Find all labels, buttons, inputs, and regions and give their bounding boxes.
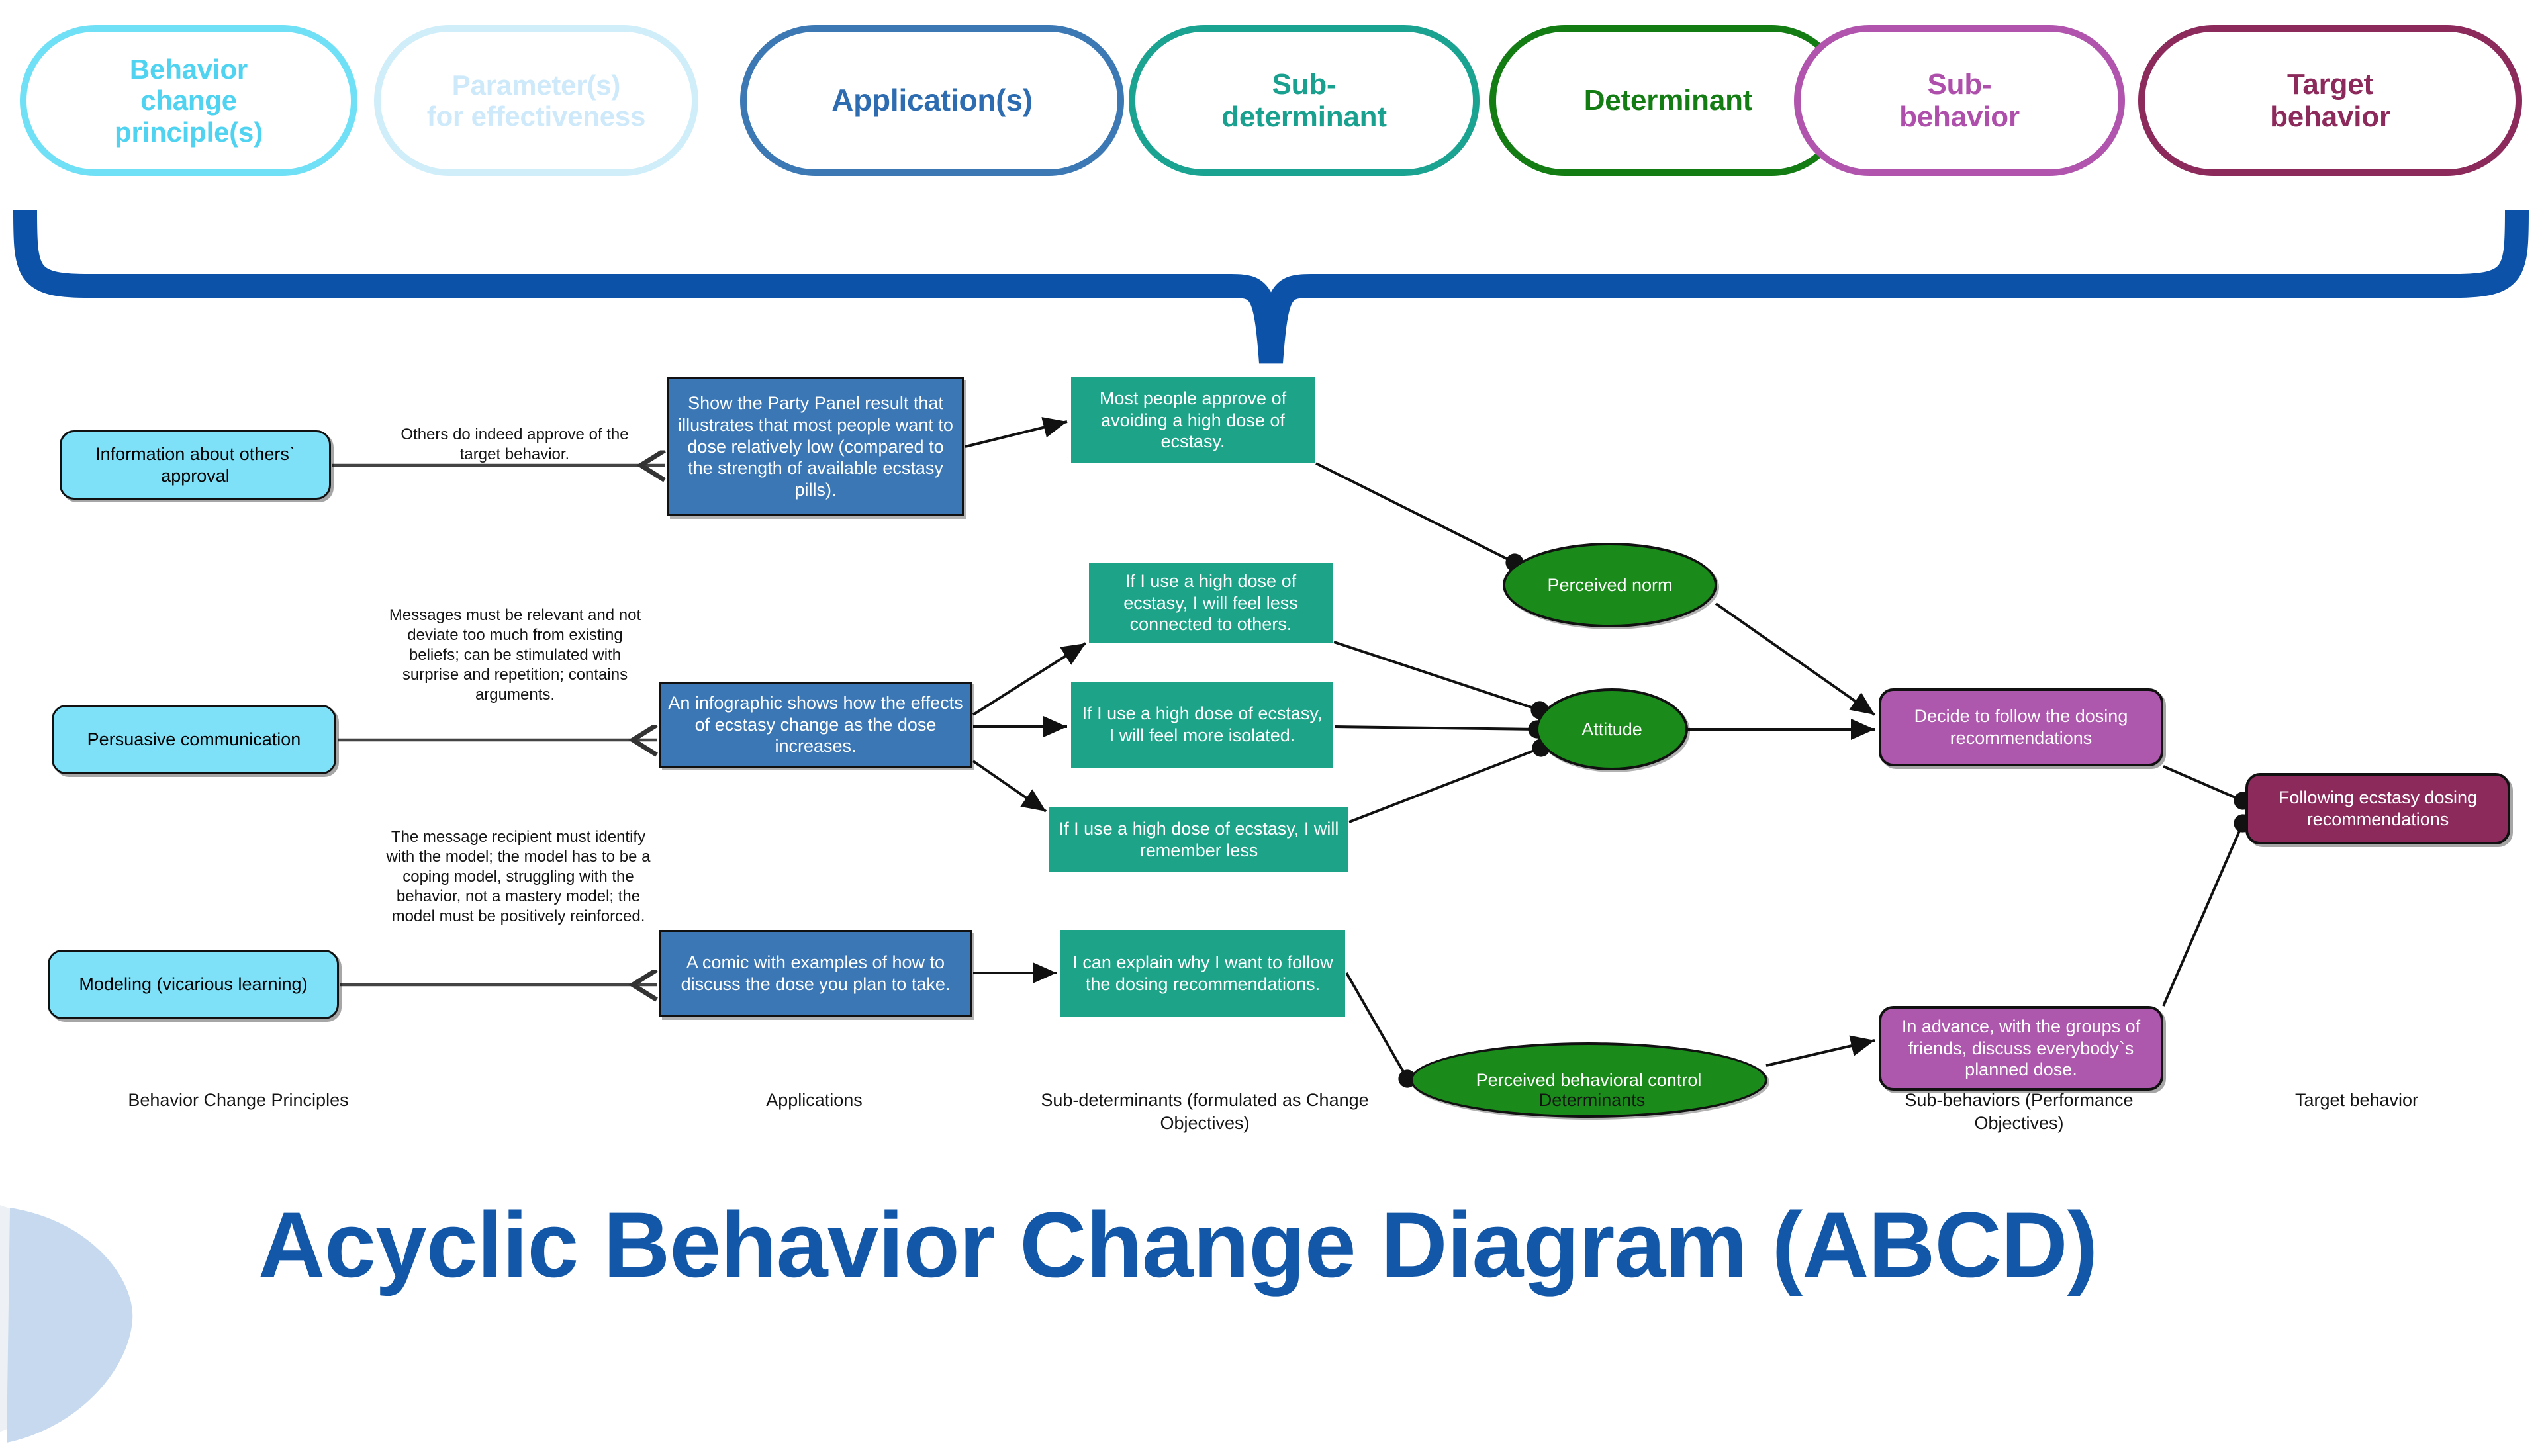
sub-determinant-node[interactable]: I can explain why I want to follow the d…	[1060, 930, 1345, 1017]
application-node-label: Show the Party Panel result that illustr…	[678, 392, 953, 500]
sub-behavior-node-label: Decide to follow the dosing recommendati…	[1914, 706, 2128, 748]
column-caption: Applications	[766, 1090, 863, 1110]
diagram-edges	[332, 417, 2252, 1088]
column-caption: Target behavior	[2294, 1090, 2419, 1110]
sub-determinant-node-label: If I use a high dose of ecstasy, I will …	[1082, 704, 1323, 745]
page-title: Acyclic Behavior Change Diagram (ABCD)	[258, 1193, 2098, 1297]
stage-pill-label: Target behavior	[2270, 68, 2390, 133]
brace-container	[0, 199, 2542, 371]
behavior-change-principle-label: Information about others` approval	[95, 443, 295, 486]
behavior-change-principle-label: Modeling (vicarious learning)	[79, 974, 308, 995]
decorative-chevron-icon	[0, 1205, 133, 1443]
determinant-node[interactable]: Perceived norm	[1503, 543, 1717, 627]
parameter-annotation: The message recipient must identify with…	[386, 828, 651, 925]
application-node-label: An infographic shows how the effects of …	[668, 692, 963, 756]
stage-pill-label: Sub- behavior	[1899, 68, 2020, 133]
stage-pill-3[interactable]: Application(s)	[740, 25, 1124, 176]
stage-pill-label: Determinant	[1583, 84, 1753, 117]
determinant-node[interactable]: Perceived behavioral control	[1410, 1042, 1767, 1118]
sub-determinant-node[interactable]: If I use a high dose of ecstasy, I will …	[1049, 807, 1348, 872]
sub-determinant-node-label: I can explain why I want to follow the d…	[1072, 952, 1333, 994]
stage-pill-4[interactable]: Sub- determinant	[1129, 25, 1480, 176]
column-caption: Sub-behaviors (Performance Objectives)	[1905, 1090, 2134, 1134]
application-node[interactable]: A comic with examples of how to discuss …	[659, 930, 972, 1017]
determinant-node-label: Perceived norm	[1547, 574, 1673, 595]
stage-pill-label: Sub- determinant	[1221, 68, 1387, 133]
stage-pill-2[interactable]: Parameter(s) for effectiveness	[374, 25, 698, 176]
sub-determinant-node-label: If I use a high dose of ecstasy, I will …	[1123, 570, 1298, 635]
stage-pill-5[interactable]: Determinant	[1489, 25, 1847, 176]
sub-behavior-node[interactable]: In advance, with the groups of friends, …	[1879, 1006, 2163, 1091]
behavior-change-principle[interactable]: Modeling (vicarious learning)	[48, 950, 339, 1019]
sub-determinant-node-label: Most people approve of avoiding a high d…	[1099, 388, 1287, 452]
application-node[interactable]: An infographic shows how the effects of …	[659, 682, 972, 768]
stage-pill-label: Parameter(s) for effectiveness	[426, 69, 646, 132]
sub-determinant-node[interactable]: Most people approve of avoiding a high d…	[1071, 377, 1315, 463]
stage-pill-label: Application(s)	[831, 83, 1033, 118]
determinant-node[interactable]: Attitude	[1536, 688, 1688, 770]
sub-determinant-node-label: If I use a high dose of ecstasy, I will …	[1059, 819, 1339, 860]
stage-pill-label: Behavior change principle(s)	[115, 54, 263, 148]
parameter-annotation: Messages must be relevant and not deviat…	[389, 606, 641, 704]
target-behavior-node-label: Following ecstasy dosing recommendations	[2278, 788, 2478, 829]
stage-pill-7[interactable]: Target behavior	[2138, 25, 2522, 176]
application-node[interactable]: Show the Party Panel result that illustr…	[667, 377, 964, 516]
column-caption: Behavior Change Principles	[128, 1090, 349, 1110]
behavior-change-principle[interactable]: Persuasive communication	[52, 705, 336, 774]
target-behavior-node[interactable]: Following ecstasy dosing recommendations	[2245, 773, 2510, 844]
stage-pill-6[interactable]: Sub- behavior	[1794, 25, 2125, 176]
sub-behavior-node-label: In advance, with the groups of friends, …	[1901, 1016, 2141, 1080]
column-caption: Determinants	[1538, 1090, 1646, 1110]
stage-header-row: Behavior change principle(s) Parameter(s)…	[0, 0, 2542, 199]
column-caption: Sub-determinants (formulated as Change O…	[1041, 1090, 1369, 1134]
determinant-node-label: Attitude	[1581, 719, 1642, 739]
parameter-annotation: Others do indeed approve of the target b…	[400, 426, 629, 463]
determinant-node-label: Perceived behavioral control	[1476, 1069, 1702, 1090]
application-node-label: A comic with examples of how to discuss …	[681, 952, 951, 994]
down-brace-icon	[13, 210, 2529, 364]
sub-behavior-node[interactable]: Decide to follow the dosing recommendati…	[1879, 688, 2163, 766]
behavior-change-principle[interactable]: Information about others` approval	[60, 430, 331, 500]
sub-determinant-node[interactable]: If I use a high dose of ecstasy, I will …	[1071, 682, 1333, 768]
sub-determinant-node[interactable]: If I use a high dose of ecstasy, I will …	[1089, 563, 1333, 643]
stage-pill-1[interactable]: Behavior change principle(s)	[20, 25, 357, 176]
behavior-change-principle-label: Persuasive communication	[87, 729, 301, 750]
